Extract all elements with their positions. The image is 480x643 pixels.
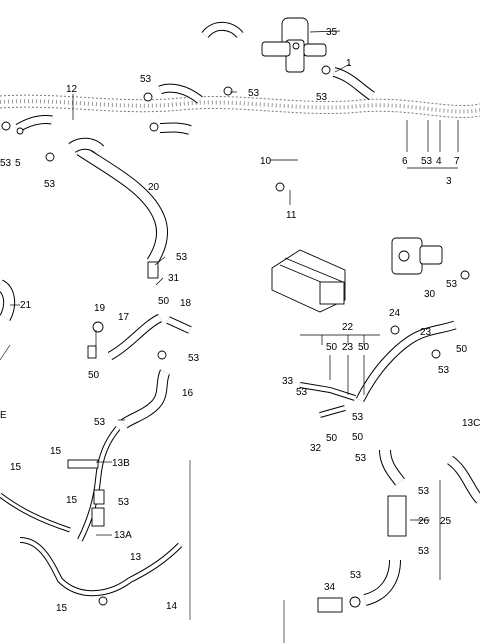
hose-20 (45, 137, 168, 279)
label-7: 7 (454, 156, 460, 167)
label-53: 53 (296, 387, 308, 398)
heater-core-box (271, 249, 346, 313)
label-53: 53 (94, 417, 106, 428)
hose-17-18 (87, 313, 192, 360)
label-19: 19 (94, 303, 106, 314)
label-1: 1 (346, 58, 352, 69)
label-53: 53 (418, 486, 430, 497)
hose-top-mid (143, 83, 233, 104)
label-15: 15 (10, 462, 22, 473)
label-21: 21 (20, 300, 32, 311)
label-53: 53 (176, 252, 188, 263)
label-53: 53 (352, 412, 364, 423)
label-30: 30 (424, 289, 436, 300)
label-50: 50 (88, 370, 100, 381)
label-50: 50 (352, 432, 364, 443)
label-11: 11 (286, 210, 297, 221)
label-20: 20 (148, 182, 160, 193)
label-12: 12 (66, 84, 78, 95)
label-13B: 13B (112, 458, 130, 469)
pipe-10 (258, 114, 322, 212)
label-53: 53 (355, 453, 367, 464)
label-53: 53 (350, 570, 362, 581)
coolant-valve-35 (200, 17, 327, 96)
label-15: 15 (66, 495, 78, 506)
label-50: 50 (158, 296, 170, 307)
label-53: 53 (421, 156, 433, 167)
label-35: 35 (326, 27, 338, 38)
label-6: 6 (402, 156, 408, 167)
label-50: 50 (326, 342, 338, 353)
label-50: 50 (326, 433, 338, 444)
label-13A: 13A (114, 530, 132, 541)
label-13: 13 (130, 552, 142, 563)
label-E: E (0, 410, 7, 421)
label-3: 3 (446, 176, 452, 187)
label-50: 50 (456, 344, 468, 355)
label-5: 5 (15, 158, 21, 169)
label-53: 53 (446, 279, 458, 290)
label-53: 53 (316, 92, 328, 103)
label-13C: 13C (462, 418, 480, 429)
label-32: 32 (310, 443, 322, 454)
label-53: 53 (188, 353, 200, 364)
hoses-right-middle (299, 270, 470, 418)
pipe-13-assembly (0, 426, 183, 606)
label-15: 15 (56, 603, 68, 614)
label-53: 53 (118, 497, 130, 508)
label-14: 14 (166, 601, 178, 612)
leader-lines (0, 30, 459, 643)
label-23: 23 (342, 342, 354, 353)
label-23: 23 (420, 327, 432, 338)
label-53: 53 (418, 546, 430, 557)
label-18: 18 (180, 298, 192, 309)
label-24: 24 (389, 308, 401, 319)
label-53: 53 (140, 74, 152, 85)
valve-right (391, 237, 443, 275)
label-15: 15 (50, 446, 62, 457)
hose-21 (0, 279, 16, 321)
label-22: 22 (342, 322, 354, 333)
label-33: 33 (282, 376, 294, 387)
hose-12-assembly (1, 115, 192, 135)
label-53: 53 (438, 365, 450, 376)
label-34: 34 (324, 582, 336, 593)
label-50: 50 (358, 342, 370, 353)
hose-16 (120, 350, 171, 429)
label-53: 53 (44, 179, 56, 190)
hose-1 (321, 65, 375, 101)
hose-25-26 (317, 449, 480, 613)
engine-outline-band (0, 94, 480, 119)
callout-labels: 35 1 53 53 53 12 53 5 53 6 53 4 7 3 10 1… (0, 27, 480, 614)
label-17: 17 (118, 312, 130, 323)
label-16: 16 (182, 388, 194, 399)
label-53: 53 (248, 88, 260, 99)
label-4: 4 (436, 156, 442, 167)
label-26: 26 (418, 516, 430, 527)
label-53: 53 (0, 158, 12, 169)
label-10: 10 (260, 156, 272, 167)
label-31: 31 (168, 273, 180, 284)
label-25: 25 (440, 516, 452, 527)
